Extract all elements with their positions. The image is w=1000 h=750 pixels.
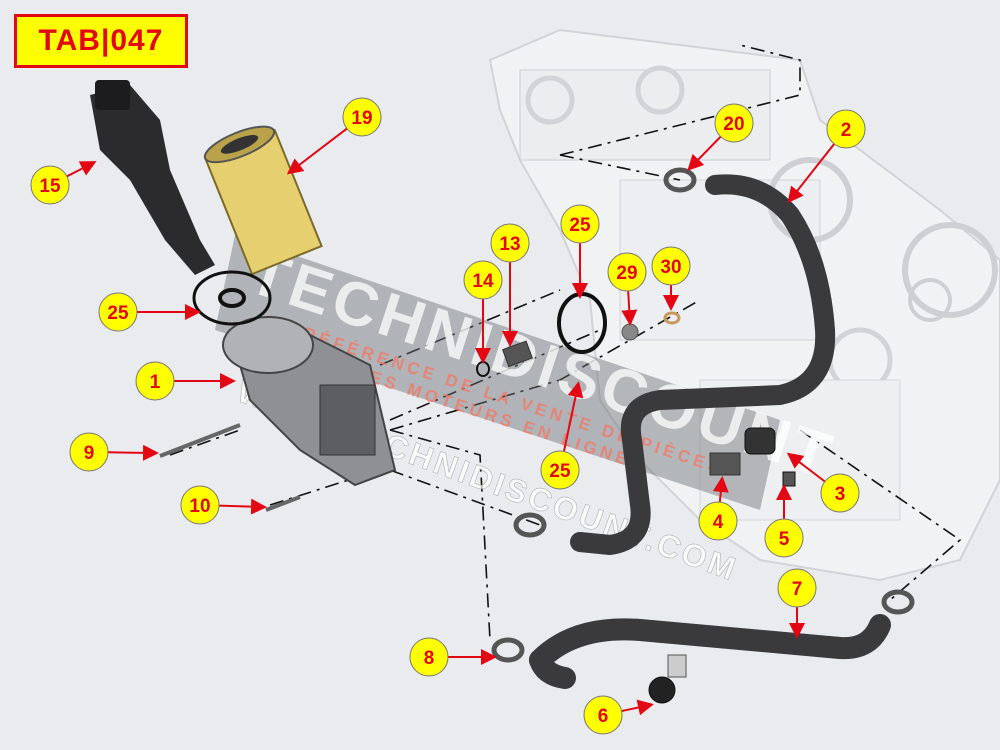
callout-circle [607,252,647,292]
hose-7 [529,614,891,671]
callout-label: 1 [150,372,161,393]
small-parts [159,167,915,704]
callout-circle [463,260,503,300]
callout-6: 6 [583,695,654,735]
callout-label: 2 [841,120,852,141]
callout-25: 25 [540,381,584,490]
callout-circle [820,473,860,513]
callout-label: 5 [779,529,790,550]
filter-cap-15 [90,80,215,275]
callout-label: 9 [84,443,95,464]
callout-arrow [786,452,826,483]
callout-circle [764,518,804,558]
callout-label: 30 [660,257,681,278]
callout-5: 5 [764,484,804,558]
callout-label: 8 [424,648,435,669]
callout-8: 8 [409,637,497,677]
callout-arrow [621,290,638,326]
callout-label: 14 [472,271,494,292]
callout-1: 1 [135,361,236,401]
coolant-hoses [529,174,891,689]
callout-30: 30 [651,246,691,311]
callout-25: 25 [560,204,600,299]
callout-circle [651,246,691,286]
callout-arrow [712,476,729,503]
callout-circle [342,97,382,137]
callout-3: 3 [786,452,860,513]
callout-arrow [562,381,584,452]
callout-25: 25 [98,292,201,332]
callout-circle [698,501,738,541]
callout-label: 7 [792,579,803,600]
callout-14: 14 [463,260,503,364]
assembly-lines [169,44,962,641]
callout-2: 2 [787,109,866,204]
callout-label: 20 [723,114,744,135]
callout-label: 15 [39,176,61,197]
callout-label: 25 [107,303,129,324]
callout-19: 19 [286,97,382,175]
callout-4: 4 [698,476,738,541]
callout-label: 25 [569,215,591,236]
hose-2 [570,174,836,555]
callout-label: 6 [598,706,609,727]
callout-circle [714,103,754,143]
callout-circle [826,109,866,149]
callout-label: 3 [835,484,846,505]
callout-10: 10 [180,485,267,525]
reference-code-badge: TAB|047 [14,14,188,68]
callout-15: 15 [30,161,97,205]
callout-circle [98,292,138,332]
oil-filter-housing [222,316,397,487]
callout-circle [583,695,623,735]
callout-label: 19 [351,108,372,129]
callout-circle [540,450,580,490]
callout-arrow [66,161,97,178]
callout-circle [409,637,449,677]
callout-circle [180,485,220,525]
callout-arrow [687,135,722,171]
callout-arrow [107,444,159,461]
callout-circle [777,568,817,608]
callout-13: 13 [490,223,530,347]
callout-circle [69,432,109,472]
callout-label: 29 [616,263,637,284]
callout-circle [30,165,70,205]
callout-arrow [218,498,267,515]
callout-label: 4 [713,512,724,533]
callout-label: 25 [549,461,571,482]
filter-element-19 [203,125,323,276]
callout-9: 9 [69,432,159,472]
callout-circle [135,361,175,401]
callout-label: 13 [499,234,520,255]
callout-7: 7 [777,568,817,639]
callout-arrow [286,127,348,175]
callout-label: 10 [189,496,210,517]
callout-29: 29 [607,252,647,326]
callout-arrow [787,143,836,204]
callout-20: 20 [687,103,754,171]
callout-circle [560,204,600,244]
callout-arrow [621,699,654,716]
callout-circle [490,223,530,263]
